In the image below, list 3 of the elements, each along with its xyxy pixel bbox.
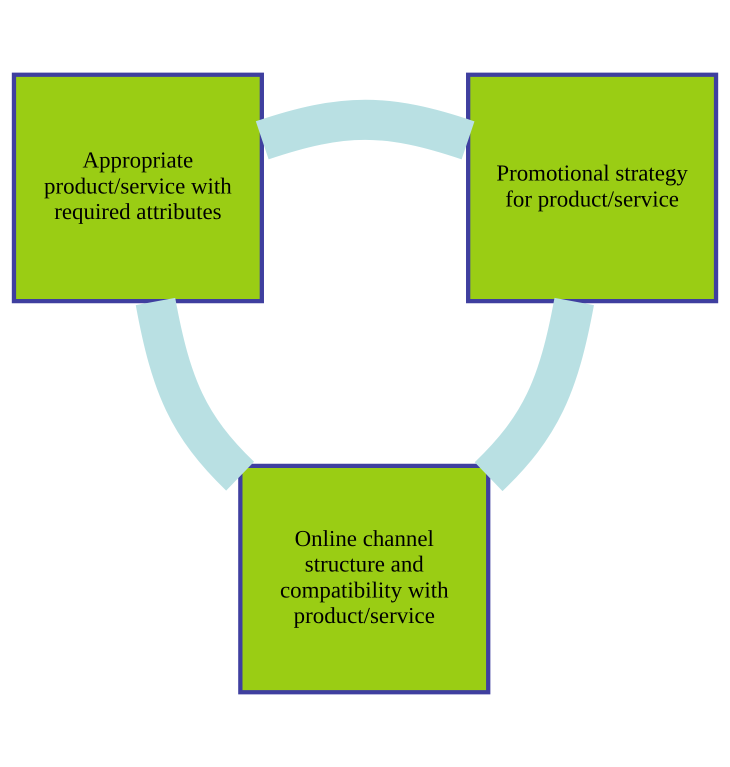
node-box: Appropriate product/service with required attributes bbox=[12, 72, 264, 304]
node-box: Promotional strategy for product/service bbox=[466, 72, 718, 304]
node-box: Online channel structure and compatibility with product/service bbox=[238, 464, 490, 694]
